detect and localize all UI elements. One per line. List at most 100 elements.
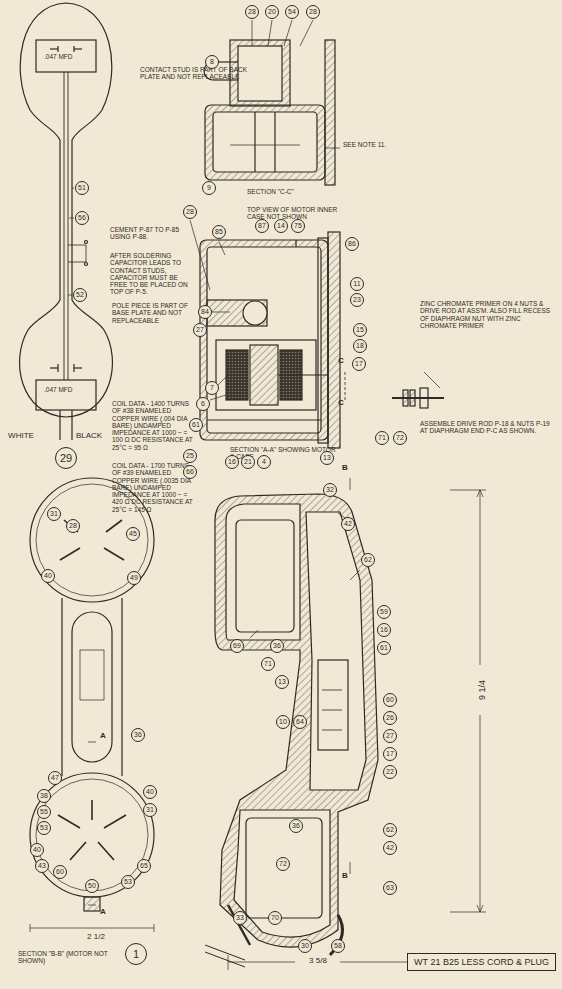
callout-number: 7 [205,381,219,395]
callout-number: 32 [323,483,337,497]
callout-number: 55 [37,805,51,819]
callout-number: 71 [375,431,389,445]
callout-number: 21 [241,455,255,469]
callout-number: 31 [143,803,157,817]
callout-number: 71 [261,657,275,671]
callout-number: 36 [270,639,284,653]
callout-number: 53 [37,821,51,835]
callout-number: 42 [383,841,397,855]
callout-number: 8 [205,55,219,69]
drawing-note: SECTION "B-B" (MOTOR NOT SHOWN) [18,950,126,965]
callout-number: 61 [189,418,203,432]
section-b-b [30,478,154,932]
callout-number: 38 [37,789,51,803]
callout-number: 50 [85,879,99,893]
section-a-a [190,220,345,448]
callout-number: B [341,872,350,881]
callout-number: A [99,732,108,741]
callout-number: 17 [352,357,366,371]
callout-number: 87 [255,219,269,233]
callout-number: 31 [47,507,61,521]
drawing-note: WHITE [6,432,36,441]
callout-number: 27 [383,729,397,743]
callout-number: 30 [298,939,312,953]
callout-number: 28 [245,5,259,19]
callout-number: 13 [275,675,289,689]
callout-number: 53 [121,875,135,889]
drawing-note: ZINC CHROMATE PRIMER ON 4 NUTS & DRIVE R… [420,300,556,329]
capacitor-handset-outline [20,3,113,440]
callout-number: 72 [393,431,407,445]
callout-number: 16 [225,455,239,469]
callout-number: 16 [377,623,391,637]
drawing-note: 2 1/2 [76,933,116,942]
callout-number: 54 [285,5,299,19]
callout-number: 6 [196,397,210,411]
drawing-note: CONTACT STUD IS PART OF BACK PLATE AND N… [140,66,258,81]
drawing-note: .047 MFD [44,386,90,393]
callout-number: 66 [183,465,197,479]
callout-number: 18 [353,339,367,353]
title-block: WT 21 B25 LESS CORD & PLUG [407,953,556,971]
drawing-note: SECTION "C-C" [247,188,327,195]
drawing-note: 3 5/8 [298,957,338,966]
callout-number: 22 [383,765,397,779]
callout-number: 45 [126,527,140,541]
callout-number: 23 [350,293,364,307]
side-section [205,478,486,970]
drawing-note: CEMENT P-87 TO P-85 USING P-88. [110,226,194,241]
callout-number: 33 [233,911,247,925]
drive-rod-detail [392,372,444,408]
callout-number: 86 [345,237,359,251]
callout-number: 63 [383,881,397,895]
callout-number: 47 [48,771,62,785]
callout-number: 17 [383,747,397,761]
callout-number: 40 [30,843,44,857]
title-text: WT 21 B25 LESS CORD & PLUG [414,957,549,967]
callout-number: 60 [53,865,67,879]
callout-number: 58 [331,939,345,953]
callout-number: 40 [41,569,55,583]
callout-number: 40 [143,785,157,799]
callout-number: 51 [75,181,89,195]
section-c-c [204,20,340,185]
callout-number: 62 [383,823,397,837]
callout-number: 61 [377,641,391,655]
callout-number: 84 [198,305,212,319]
callout-number: 70 [268,911,282,925]
callout-number: C [334,397,348,411]
callout-number: 52 [73,288,87,302]
callout-number: 29 [55,447,77,469]
callout-number: 56 [75,211,89,225]
callout-number: 28 [306,5,320,19]
callout-number: C [334,355,348,369]
callout-number: 1 [125,943,147,965]
callout-number: 25 [183,449,197,463]
callout-number: 60 [383,693,397,707]
callout-number: 26 [383,711,397,725]
callout-number: 62 [361,553,375,567]
callout-number: 43 [35,859,49,873]
drawing-note: POLE PIECE IS PART OF BASE PLATE AND NOT… [112,302,194,324]
drawing-note: .047 MFD [44,53,90,60]
callout-number: 59 [377,605,391,619]
line-work [20,3,486,970]
callout-number: 28 [66,519,80,533]
drawing-note: COIL DATA - 1400 TURNS OF #38 ENAMELED C… [112,400,198,451]
callout-number: 14 [274,219,288,233]
callout-number: B [341,464,350,473]
callout-number: 4 [257,455,271,469]
callout-number: A [99,908,108,917]
callout-number: 49 [127,571,141,585]
callout-number: 64 [293,715,307,729]
callout-number: 28 [183,205,197,219]
callout-number: 75 [291,219,305,233]
drawing-note: 9 1/4 [477,670,487,710]
drawing-note: BLACK [74,432,104,441]
drawing-note: SEE NOTE 11. [343,141,405,148]
callout-number: 72 [276,857,290,871]
drawing-note: AFTER SOLDERING CAPACITOR LEADS TO CONTA… [110,252,194,296]
callout-number: 20 [265,5,279,19]
